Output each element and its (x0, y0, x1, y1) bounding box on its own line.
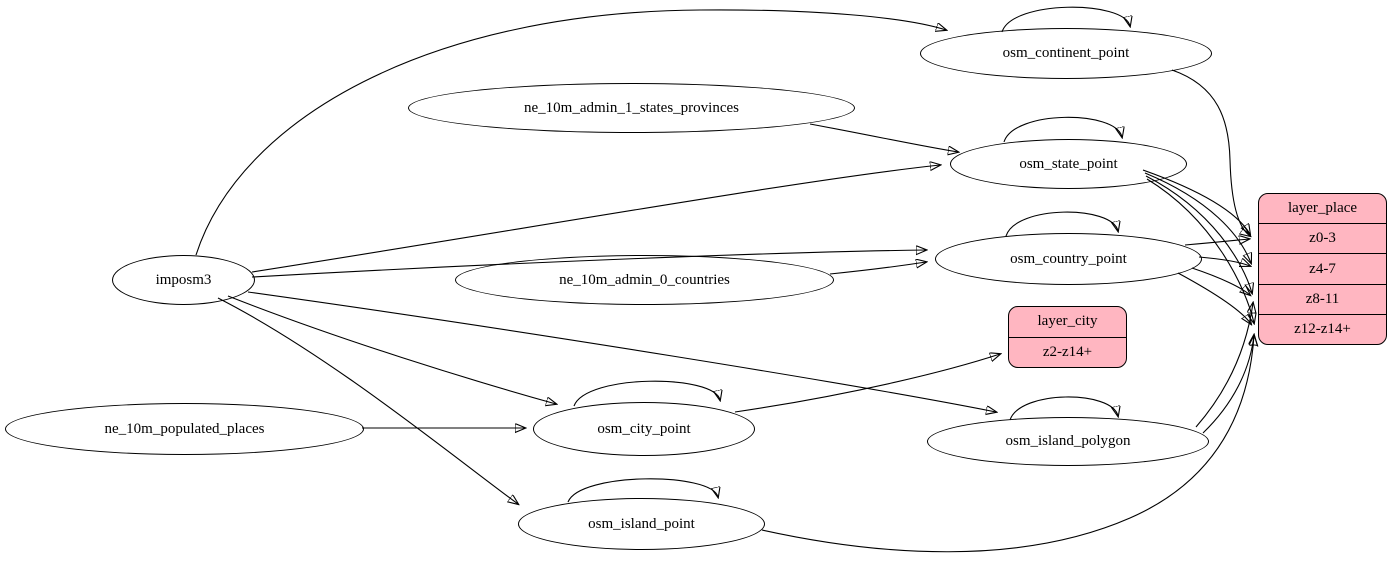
record-layer-city-row-z2-z14: z2-z14+ (1009, 336, 1126, 368)
edge-osm_island_polygon-layer_place-z8-11 (1195, 303, 1253, 428)
record-layer-place-title: layer_place (1287, 200, 1358, 217)
edge-osm_country_point-layer_place-z8-11 (1191, 267, 1250, 295)
edge-osm_country_point-layer_place-z12-z14 (1177, 272, 1251, 324)
node-osm-island-polygon: osm_island_polygon (927, 417, 1209, 466)
edge-imposm3-osm_island_polygon (247, 291, 996, 412)
node-label: ne_10m_populated_places (104, 420, 265, 437)
edge-imposm3-osm_city_point (227, 295, 556, 404)
node-imposm3: imposm3 (112, 255, 255, 305)
edge-osm_continent_point-layer_place-z0-3 (1171, 69, 1250, 236)
record-layer-place-row-z0-3: z0-3 (1259, 223, 1386, 253)
edge-osm_country_point-layer_place-z4-7 (1198, 256, 1250, 266)
edge-osm_city_point-layer_city-z2 (734, 354, 1000, 413)
edge-osm_country_point-layer_place-z0-3 (1184, 239, 1249, 246)
node-osm-island-point: osm_island_point (518, 498, 765, 550)
node-osm-country-point: osm_country_point (935, 233, 1202, 285)
record-layer-place-row-z8-11: z8-11 (1259, 283, 1386, 314)
node-label: osm_continent_point (1002, 45, 1130, 61)
edge-imposm3-osm_continent_point (195, 9, 946, 256)
edge-ne_10m_admin_0_countries-osm_country_point (829, 262, 926, 275)
node-label: ne_10m_admin_0_countries (559, 271, 730, 288)
node-ne-10m-admin-0-countries: ne_10m_admin_0_countries (455, 255, 834, 305)
record-layer-place: layer_place z0-3 z4-7 z8-11 z12-z14+ (1258, 193, 1387, 345)
record-layer-city: layer_city z2-z14+ (1008, 306, 1127, 368)
node-label: osm_city_point (597, 420, 691, 437)
node-label: ne_10m_admin_1_states_provinces (524, 99, 739, 116)
node-osm-state-point: osm_state_point (950, 139, 1187, 189)
record-layer-city-title: layer_city (1037, 313, 1098, 330)
record-layer-place-row-z12-z14: z12-z14+ (1259, 313, 1386, 344)
node-osm-city-point: osm_city_point (533, 402, 755, 456)
node-label: osm_state_point (1019, 155, 1118, 172)
node-osm-continent-point: osm_continent_point (920, 28, 1212, 79)
node-label: osm_island_point (588, 515, 695, 532)
edge-osm_island_polygon-layer_place-z12-z14 (1202, 335, 1254, 434)
node-ne-10m-admin-1-states-provinces: ne_10m_admin_1_states_provinces (408, 83, 855, 133)
edge-imposm3-osm_island_point (217, 297, 518, 504)
edge-ne_10m_admin_1_states_provinces-osm_state_point (809, 123, 958, 152)
node-label: imposm3 (155, 271, 212, 288)
record-layer-place-row-z4-7: z4-7 (1259, 253, 1386, 283)
node-label: osm_country_point (1010, 250, 1127, 267)
node-ne-10m-populated-places: ne_10m_populated_places (5, 403, 364, 455)
node-label: osm_island_polygon (1005, 433, 1131, 449)
